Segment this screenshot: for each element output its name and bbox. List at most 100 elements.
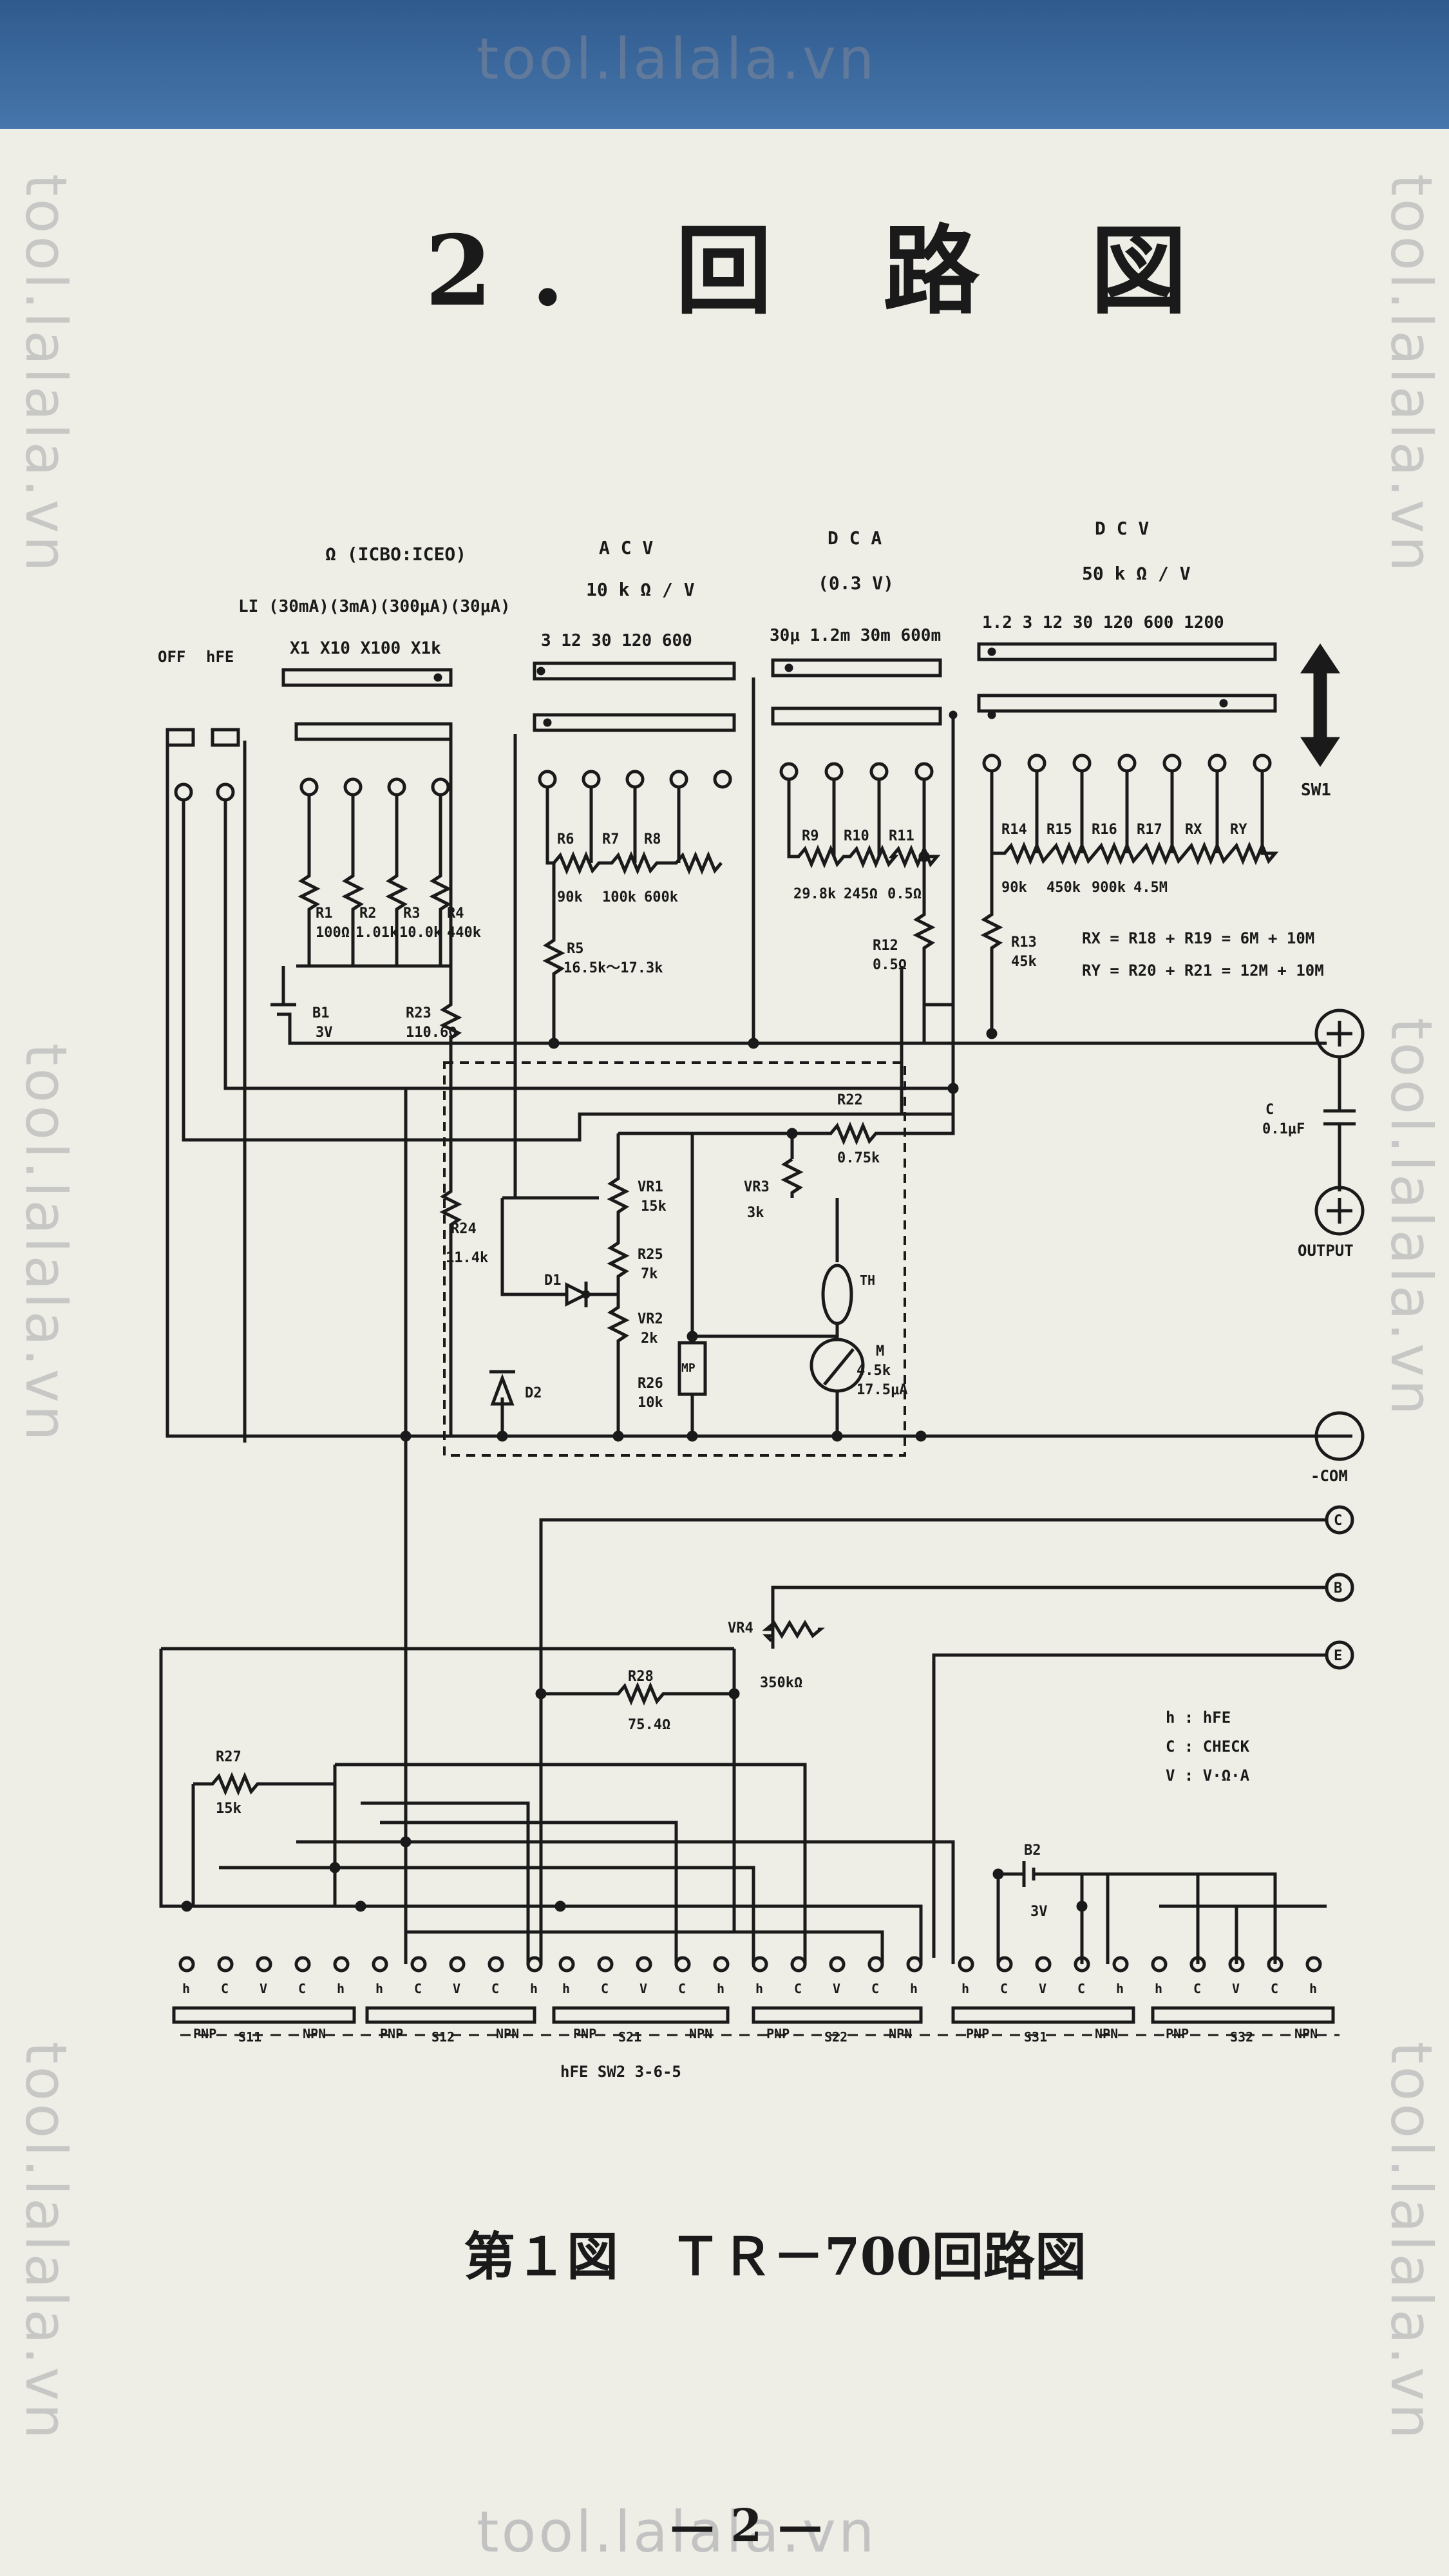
b1-name: B1 (312, 1005, 330, 1021)
meter-current: 17.5μA (857, 1382, 907, 1398)
r9-name: R9 (802, 828, 819, 844)
com-label: -COM (1311, 1467, 1348, 1485)
r9-value: 29.8k (793, 886, 836, 902)
dcv-header: D C V (1095, 518, 1149, 539)
contact-h: h (530, 1981, 538, 1996)
contact-h: h (1155, 1981, 1162, 1996)
dcv-sensitivity: 50 k Ω / V (1082, 563, 1191, 584)
r26-name: R26 (638, 1376, 663, 1392)
r14-value: 90k (1001, 880, 1027, 896)
r2-value: 1.01k (355, 925, 398, 941)
terminal-e-label: E (1334, 1648, 1342, 1664)
capacitor-name: C (1265, 1102, 1274, 1118)
r24-name: R24 (451, 1221, 477, 1237)
li-header: LI (30mA)(3mA)(300μA)(30μA) (238, 597, 511, 616)
vr1-value: 15k (641, 1198, 667, 1215)
b2-name: B2 (1024, 1842, 1041, 1859)
r14-name: R14 (1001, 822, 1027, 838)
pnp-label: PNP (1166, 2026, 1189, 2041)
vr4-value: 350kΩ (760, 1675, 802, 1691)
contact-h: h (717, 1981, 724, 1996)
acv-ranges: 3 12 30 120 600 (541, 631, 692, 650)
r23-name: R23 (406, 1005, 431, 1021)
dca-header: D C A (828, 527, 882, 549)
acv-sensitivity: 10 k Ω / V (586, 579, 695, 600)
manual-page (0, 129, 1449, 2576)
section-s11: S11 (238, 2029, 261, 2045)
r6-value: 90k (557, 889, 583, 905)
r24-value: 11.4k (446, 1250, 488, 1266)
contact-c: C (414, 1981, 422, 1996)
contact-v: V (260, 1981, 267, 1996)
legend-v: V : V·Ω·A (1166, 1766, 1250, 1785)
contact-c: C (601, 1981, 609, 1996)
sw2-label: hFE SW2 3-6-5 (560, 2063, 681, 2081)
r15-name: R15 (1046, 822, 1072, 838)
r1-name: R1 (316, 905, 333, 922)
contact-c: C (491, 1981, 499, 1996)
npn-label: NPN (496, 2026, 519, 2041)
terminal-c-label: C (1334, 1513, 1342, 1529)
r28-name: R28 (628, 1669, 654, 1685)
r4-name: R4 (447, 905, 464, 922)
contact-h: h (961, 1981, 969, 1996)
section-s22: S22 (824, 2029, 848, 2045)
r15-value: 450k (1046, 880, 1081, 896)
r25-name: R25 (638, 1247, 663, 1263)
contact-h: h (562, 1981, 570, 1996)
ohm-ranges: X1 X10 X100 X1k (290, 639, 441, 658)
r13-value: 45k (1011, 954, 1037, 970)
section-s21: S21 (618, 2029, 641, 2045)
contact-v: V (1232, 1981, 1240, 1996)
r22-name: R22 (837, 1092, 863, 1108)
pnp-label: PNP (966, 2026, 989, 2041)
npn-label: NPN (1294, 2026, 1318, 2041)
vr4-name: VR4 (728, 1620, 753, 1636)
r2-name: R2 (359, 905, 377, 922)
blue-background-top (0, 0, 1449, 148)
contact-h: h (755, 1981, 763, 1996)
d2-label: D2 (525, 1385, 542, 1401)
vr2-name: VR2 (638, 1311, 663, 1327)
hfe-label: hFE (206, 648, 234, 666)
contact-v: V (453, 1981, 460, 1996)
rx-name: RX (1185, 822, 1202, 838)
page-title: 2. 回 路 図 (425, 214, 1226, 328)
r7-name: R7 (602, 831, 620, 848)
npn-label: NPN (303, 2026, 326, 2041)
dca-ranges: 30μ 1.2m 30m 600m (770, 626, 941, 645)
r28-value: 75.4Ω (628, 1717, 670, 1733)
rx-formula: RX = R18 + R19 = 6M + 10M (1082, 929, 1314, 947)
r3-value: 10.0k (399, 925, 442, 941)
r27-name: R27 (216, 1749, 242, 1765)
r12-name: R12 (873, 938, 898, 954)
ry-name: RY (1230, 822, 1247, 838)
contact-h: h (1309, 1981, 1317, 1996)
contact-c: C (871, 1981, 879, 1996)
r3-name: R3 (403, 905, 421, 922)
contact-c: C (1193, 1981, 1201, 1996)
section-s32: S32 (1230, 2029, 1253, 2045)
r16-value: 900k (1092, 880, 1126, 896)
page-number: — 2 — (670, 2499, 823, 2552)
pnp-label: PNP (380, 2026, 403, 2041)
contact-h: h (182, 1981, 190, 1996)
b1-value: 3V (316, 1025, 333, 1041)
r8-value: 600k (644, 889, 678, 905)
vr3-value: 3k (747, 1205, 764, 1221)
r4-value: 440k (447, 925, 481, 941)
r5-value: 16.5k～17.3k (564, 960, 663, 976)
r8-name: R8 (644, 831, 661, 848)
r11-name: R11 (889, 828, 914, 844)
section-s12: S12 (431, 2029, 455, 2045)
legend-c: C : CHECK (1166, 1738, 1250, 1756)
pnp-label: PNP (573, 2026, 596, 2041)
acv-header: A C V (599, 537, 653, 558)
contact-h: h (337, 1981, 345, 1996)
contact-c: C (1271, 1981, 1278, 1996)
dca-voltage: (0.3 V) (818, 573, 894, 594)
terminal-b-label: B (1334, 1580, 1342, 1596)
thermistor-label: TH (860, 1273, 875, 1288)
contact-c: C (1000, 1981, 1008, 1996)
